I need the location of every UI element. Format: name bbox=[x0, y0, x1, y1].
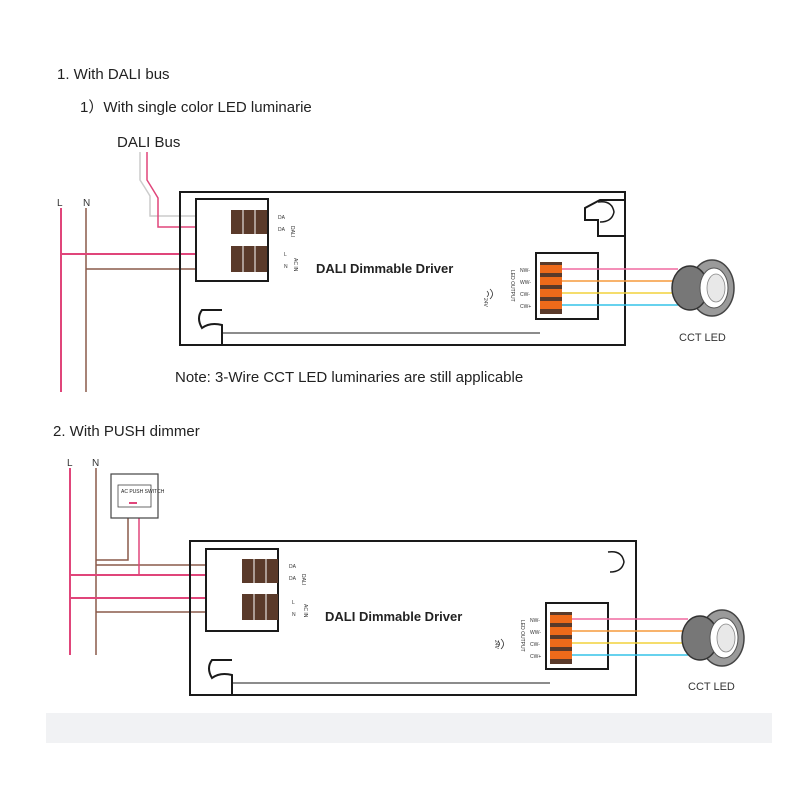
driver-1-ac-l: L bbox=[284, 252, 287, 258]
driver-1-out-2: WW- bbox=[520, 280, 531, 286]
driver-1-ac-label: AC IN bbox=[292, 258, 298, 272]
driver-1-da1: DA bbox=[278, 215, 286, 221]
driver-1-dali-label: DALI bbox=[289, 226, 295, 237]
dali-wire-1 bbox=[139, 152, 231, 217]
driver-2-24v: 24V bbox=[493, 640, 499, 650]
driver-2-ac-n: N bbox=[292, 612, 296, 618]
driver-1-24v: 24V bbox=[482, 298, 488, 308]
driver-1-out-4: CW+ bbox=[520, 304, 531, 310]
wireless-icon-2 bbox=[497, 638, 504, 650]
led-luminaire-2 bbox=[681, 609, 745, 667]
driver-2-out-clip-2 bbox=[550, 627, 572, 635]
push-switch-indicator bbox=[129, 502, 137, 504]
section2-heading: 2. With PUSH dimmer bbox=[53, 423, 200, 440]
driver-2-tab-left bbox=[189, 630, 233, 696]
push-switch: AC PUSH SWITCH bbox=[110, 473, 165, 519]
driver-2-dali-terminal bbox=[242, 559, 278, 583]
cct-led-label-2: CCT LED bbox=[688, 681, 735, 693]
wireless-icon bbox=[486, 288, 493, 300]
led-luminaire-1 bbox=[671, 259, 735, 317]
dali-wire-2 bbox=[146, 152, 231, 228]
bottom-strip bbox=[46, 713, 772, 743]
line-n-label: N bbox=[83, 198, 91, 209]
driver-2-out-clip-1 bbox=[550, 615, 572, 623]
driver-2-ac-l: L bbox=[292, 600, 295, 606]
driver-2-out-2: WW- bbox=[530, 630, 541, 636]
driver-2-out-clip-3 bbox=[550, 639, 572, 647]
driver-2-frame bbox=[189, 540, 637, 696]
led-1-inner bbox=[706, 273, 726, 303]
note-text: Note: 3-Wire CCT LED luminaries are stil… bbox=[175, 369, 524, 386]
driver-2-out-clip-4 bbox=[550, 651, 572, 659]
driver-1-out-1: NW- bbox=[520, 268, 530, 274]
driver-2-title: DALI Dimmable Driver bbox=[325, 609, 462, 624]
push-switch-face bbox=[117, 484, 152, 508]
driver-2-out-1: NW- bbox=[530, 618, 540, 624]
push-switch-label: AC PUSH SWITCH bbox=[121, 489, 165, 495]
driver-1-title: DALI Dimmable Driver bbox=[316, 261, 453, 276]
section2-output-wires bbox=[572, 618, 688, 656]
dali-bus-label: DALI Bus bbox=[117, 134, 181, 151]
driver-1-out-clip-1 bbox=[540, 265, 562, 273]
line-l-label: L bbox=[57, 198, 63, 209]
driver-2-dali-label: DALI bbox=[300, 574, 306, 585]
driver-1-tab-right bbox=[597, 200, 615, 223]
driver-1-out-clip-2 bbox=[540, 277, 562, 285]
section1-subheading: 1）With single color LED luminarie bbox=[80, 99, 312, 116]
section1-heading: 1. With DALI bus bbox=[57, 66, 170, 83]
driver-2-da1: DA bbox=[289, 564, 297, 570]
led-2-inner bbox=[716, 623, 736, 653]
driver-1-out-clip-4 bbox=[540, 301, 562, 309]
switch-wire-n bbox=[96, 518, 129, 561]
driver-2-da2: DA bbox=[289, 576, 297, 582]
driver-2-tab-right bbox=[607, 550, 625, 573]
line-l-label-2: L bbox=[67, 458, 73, 469]
driver-2: DA DA DALI L N AC IN DALI Dimmable Drive… bbox=[189, 540, 637, 696]
section1-output-wires bbox=[562, 268, 678, 306]
driver-1-out-3: CW- bbox=[520, 292, 530, 298]
line-n-label-2: N bbox=[92, 458, 100, 469]
driver-1-tab-left bbox=[179, 280, 223, 346]
driver-1: DA DA DALI L N AC IN DALI Dimmable Drive… bbox=[179, 191, 626, 346]
cct-led-label: CCT LED bbox=[679, 332, 726, 344]
driver-1-output-label: LED OUTPUT bbox=[509, 270, 515, 302]
driver-1-out-clip-3 bbox=[540, 289, 562, 297]
driver-1-da2: DA bbox=[278, 227, 286, 233]
driver-2-ac-label: AC IN bbox=[302, 604, 308, 618]
driver-2-out-4: CW+ bbox=[530, 654, 541, 660]
driver-1-ac-terminal bbox=[231, 246, 267, 272]
driver-2-out-3: CW- bbox=[530, 642, 540, 648]
driver-1-dali-terminal bbox=[231, 210, 267, 234]
driver-2-ac-terminal bbox=[242, 594, 278, 620]
driver-2-output-label: LED OUTPUT bbox=[519, 620, 525, 652]
driver-1-ac-n: N bbox=[284, 264, 288, 270]
